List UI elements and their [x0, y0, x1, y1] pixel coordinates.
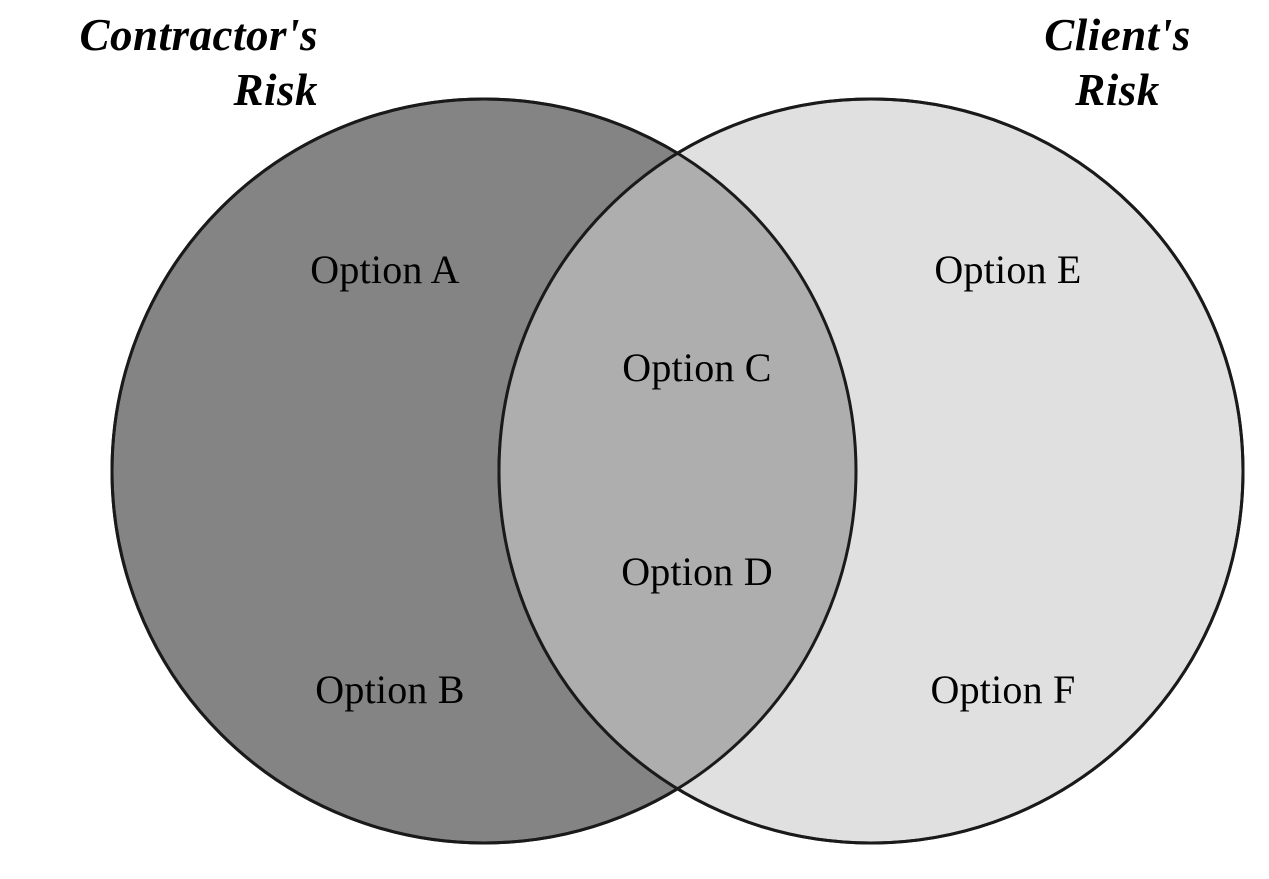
client-risk-heading: Client's Risk	[1044, 10, 1191, 115]
label-option-a: Option A	[310, 247, 460, 292]
label-option-b: Option B	[315, 667, 465, 712]
label-option-f: Option F	[930, 667, 1076, 712]
overlap-region	[499, 99, 856, 843]
label-option-d: Option D	[621, 549, 773, 594]
contractor-risk-circle-outline	[110, 97, 858, 845]
client-risk-circle-outline	[497, 97, 1245, 845]
label-option-c: Option C	[622, 345, 772, 390]
contractor-risk-heading: Contractor's Risk	[79, 10, 318, 115]
label-option-e: Option E	[934, 247, 1082, 292]
